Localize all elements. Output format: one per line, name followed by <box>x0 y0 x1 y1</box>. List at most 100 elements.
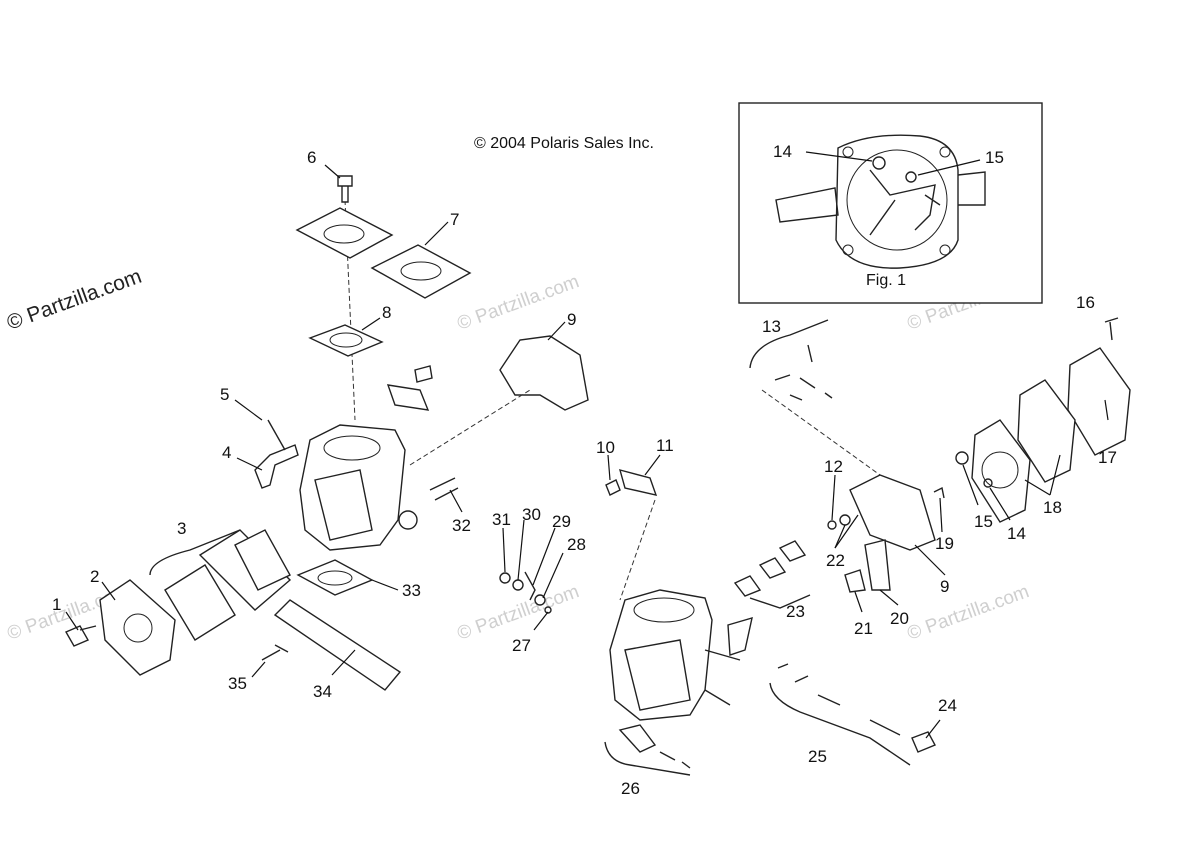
callout-29: 29 <box>552 512 571 531</box>
gasket-3a <box>198 529 292 611</box>
leader <box>914 544 946 576</box>
leader <box>925 719 941 739</box>
leader <box>532 527 556 586</box>
bracket-25 <box>769 682 911 766</box>
callout-18: 18 <box>1043 498 1062 517</box>
fuel-pump-9b <box>849 474 936 551</box>
lever <box>727 616 753 656</box>
fig1-frame <box>738 102 1043 304</box>
fig1-tab <box>957 171 986 206</box>
part-22 <box>839 514 851 526</box>
gasket-18a <box>1017 379 1076 483</box>
leader <box>547 321 566 341</box>
leader <box>361 317 381 331</box>
callout-31: 31 <box>492 510 511 529</box>
leader <box>65 611 79 631</box>
screw-5 <box>267 419 286 451</box>
fig1-caption: Fig. 1 <box>866 272 906 289</box>
part-24 <box>911 731 936 753</box>
callout-6: 6 <box>307 148 316 167</box>
fig1-hole <box>939 146 951 158</box>
leader <box>502 527 506 573</box>
callout-17: 17 <box>1098 448 1117 467</box>
leader <box>324 164 341 179</box>
bolt-6 <box>337 175 353 203</box>
part-23a <box>733 575 762 597</box>
carb-body-right <box>609 589 713 721</box>
gasket-hole <box>317 570 353 586</box>
rail-34 <box>273 599 402 691</box>
fig1-linkage <box>869 169 941 236</box>
parts-25 <box>777 663 901 736</box>
cover-2 <box>99 579 176 676</box>
leader <box>251 661 266 678</box>
fig1-hole <box>842 244 854 256</box>
part-14 <box>983 478 993 488</box>
callout-21: 21 <box>854 619 873 638</box>
callout-14: 14 <box>1007 524 1026 543</box>
callout-8: 8 <box>382 303 391 322</box>
callout-23: 23 <box>786 602 805 621</box>
leader <box>607 454 611 481</box>
spacer-7b <box>370 244 472 299</box>
part-30 <box>512 579 524 591</box>
gasket-3b <box>164 564 236 641</box>
callouts: 1 2 3 4 5 6 7 8 9 10 11 12 13 14 15 16 1… <box>52 148 1117 798</box>
part-28 <box>534 594 546 606</box>
leader <box>101 581 116 601</box>
leader <box>1104 399 1109 421</box>
callout-9: 9 <box>567 310 576 329</box>
watermark: © Partzilla.com <box>455 271 582 335</box>
alignment-line <box>619 499 656 601</box>
part-23b <box>758 557 787 579</box>
leader-lines <box>65 164 1109 739</box>
fig1-callout: 15 <box>985 148 1004 167</box>
callout-16: 16 <box>1076 293 1095 312</box>
callout-24: 24 <box>938 696 957 715</box>
leader <box>805 151 873 162</box>
copyright-text: © 2004 Polaris Sales Inc. <box>474 135 654 152</box>
gasket-3c <box>234 529 291 591</box>
fuel-pump-9 <box>499 335 589 411</box>
leader <box>939 497 943 533</box>
callout-5: 5 <box>220 385 229 404</box>
gasket-8 <box>308 324 384 357</box>
part-12 <box>827 520 837 530</box>
hose-4 <box>254 444 299 489</box>
gasket-33 <box>296 559 374 596</box>
leader <box>542 552 564 599</box>
watermark-main: © Partzilla.com <box>4 265 145 335</box>
callout-28: 28 <box>567 535 586 554</box>
callout-35: 35 <box>228 674 247 693</box>
spacer-hole <box>323 224 365 244</box>
bracket-13 <box>749 319 829 369</box>
linkage <box>704 649 741 706</box>
fig1-hole <box>842 146 854 158</box>
part-31 <box>499 572 511 584</box>
callout-4: 4 <box>222 443 231 462</box>
callout-1: 1 <box>52 595 61 614</box>
callout-15: 15 <box>974 512 993 531</box>
leader <box>834 514 859 549</box>
leader <box>424 221 449 246</box>
callout-33: 33 <box>402 581 421 600</box>
screw <box>414 365 433 383</box>
leader <box>989 487 1011 521</box>
callout-10: 10 <box>596 438 615 457</box>
callout-26: 26 <box>621 779 640 798</box>
carb-flange <box>314 469 373 541</box>
fig1-callout: 14 <box>773 142 792 161</box>
gasket-hole <box>329 332 363 348</box>
callout-27: 27 <box>512 636 531 655</box>
bolt-1 <box>65 625 97 647</box>
screw-35 <box>261 644 289 661</box>
callout-9b: 9 <box>940 577 949 596</box>
callout-13: 13 <box>762 317 781 336</box>
carb-bore <box>633 597 695 623</box>
leader <box>331 649 356 676</box>
middle-small-parts <box>499 469 658 614</box>
spacer-7a <box>295 207 394 259</box>
leader <box>831 474 836 521</box>
parts-26 <box>618 724 691 769</box>
